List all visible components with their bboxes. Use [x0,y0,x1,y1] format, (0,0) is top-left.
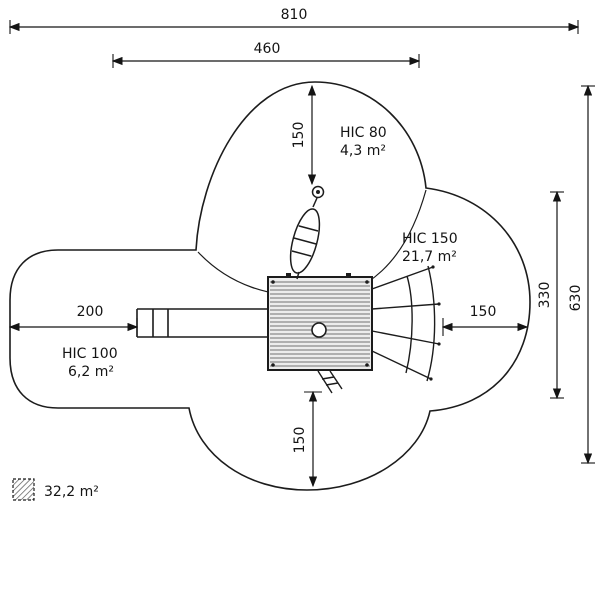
zone-hic80: HIC 80 4,3 m² [340,125,387,159]
ladder [317,370,343,394]
dim-offset-left-label: 200 [77,304,104,320]
dim-inner-height-label: 330 [537,282,553,309]
deck-center-hole [311,322,327,338]
dim-offset-top-label: 150 [291,122,307,149]
dim-total-width-label: 810 [281,7,308,23]
zone-hic80-area: 4,3 m² [340,143,386,159]
deck-fixings [271,273,369,367]
zone-hic150: HIC 150 21,7 m² [402,231,458,265]
dim-offset-left: 200 [8,304,139,336]
zone-hic150-name: HIC 150 [402,231,458,247]
dim-total-height: 630 [568,84,595,465]
climber-pole [289,185,325,280]
hatched-area-icon [12,478,35,501]
zone-hic100-area: 6,2 m² [68,364,114,380]
dim-inner-width: 460 [111,41,421,68]
dim-offset-right: 150 [441,304,529,336]
dim-offset-bottom: 150 [292,390,322,488]
area-legend: 32,2 m² [12,478,99,501]
dim-inner-width-label: 460 [254,41,281,57]
dim-offset-right-label: 150 [470,304,497,320]
dim-offset-bottom-label: 150 [292,427,308,454]
climber-ring-icon [311,185,325,199]
zone-hic100-name: HIC 100 [62,346,118,362]
dim-inner-height: 330 [537,190,564,400]
climbing-net [371,265,441,382]
platform-deck [267,273,373,371]
zone-hic100: HIC 100 6,2 m² [62,346,118,380]
zone-hic80-name: HIC 80 [340,125,387,141]
area-legend-label: 32,2 m² [44,484,99,500]
dim-total-height-label: 630 [568,285,584,312]
dim-total-width: 810 [8,7,580,34]
zone-hic150-area: 21,7 m² [402,249,457,265]
dim-offset-top: 150 [291,84,317,186]
